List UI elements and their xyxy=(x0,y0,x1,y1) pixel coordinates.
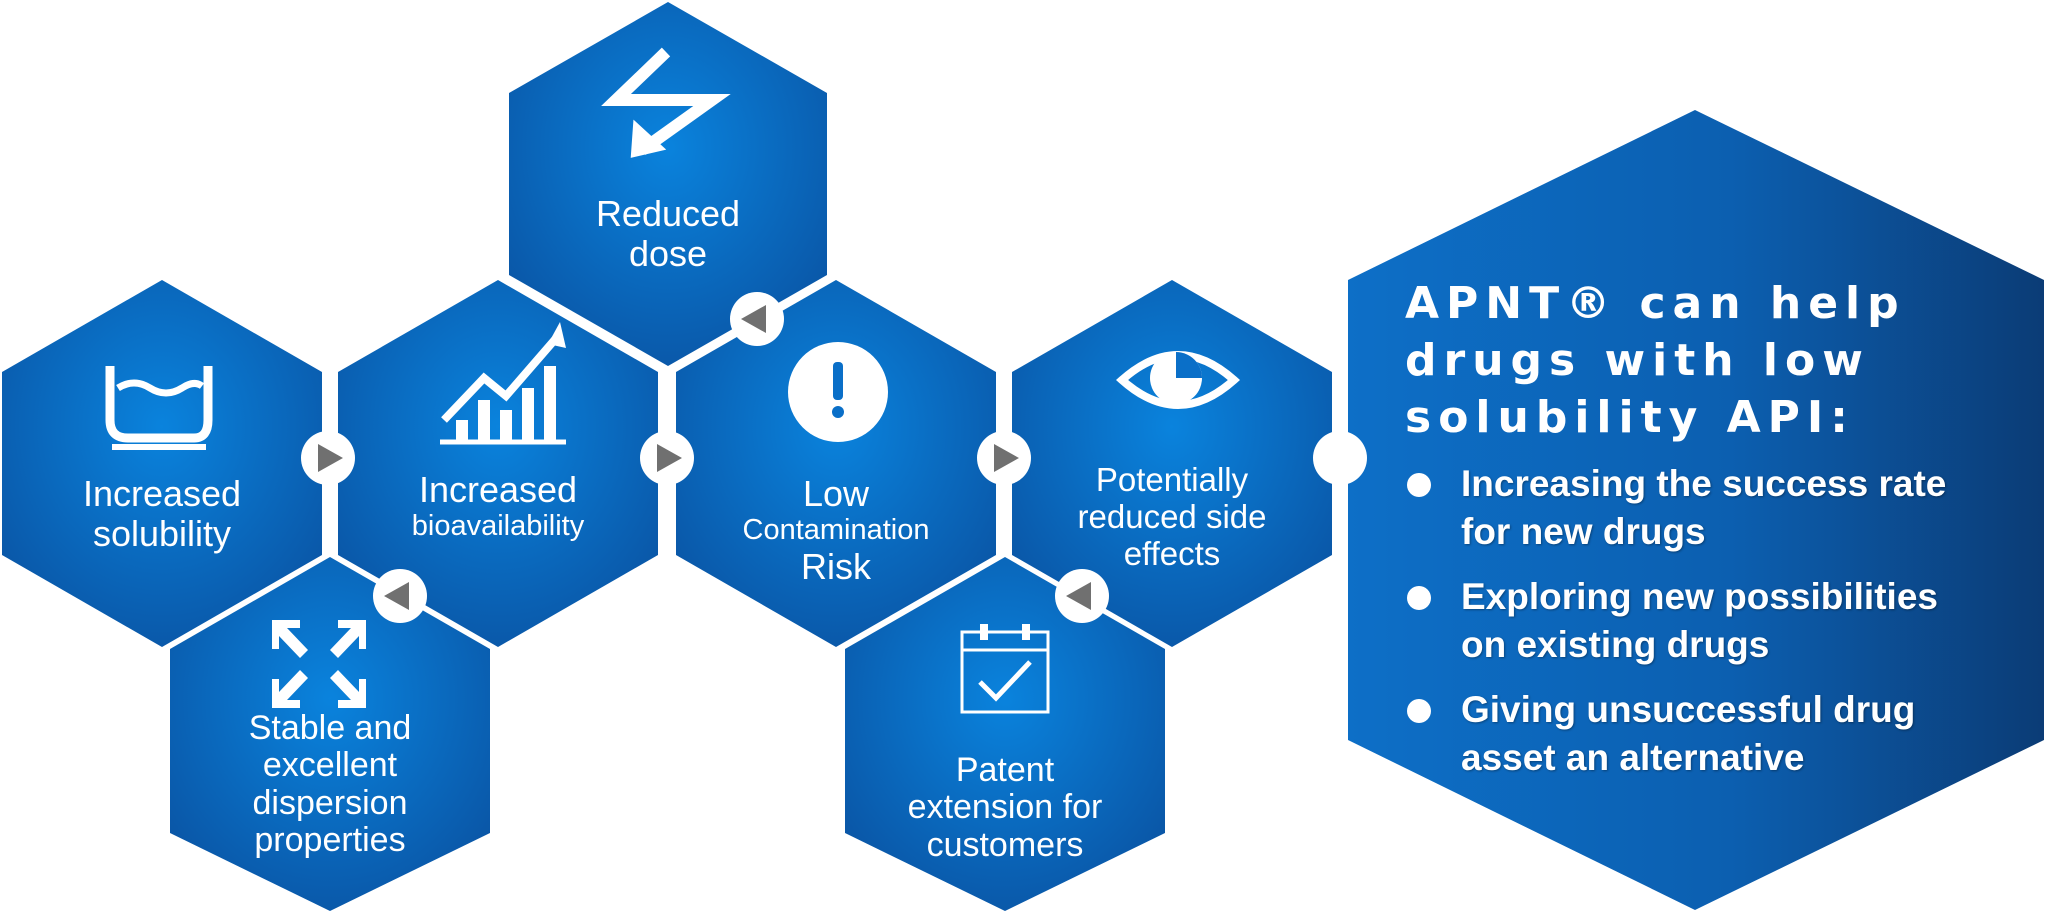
hex-reduced-side-effects xyxy=(1012,280,1332,647)
expand-arrows-icon xyxy=(272,620,366,708)
bullet-dot xyxy=(1407,699,1431,723)
bullet-dot xyxy=(1407,586,1431,610)
bullet-dot xyxy=(1407,473,1431,497)
connector-side-effects-panel xyxy=(1313,431,1367,485)
label-increased-solubility: Increased solubility xyxy=(82,473,242,555)
beaker-icon xyxy=(105,366,213,450)
label-stable-dispersion: Stable and excellent dispersion properti… xyxy=(248,709,412,860)
benefit-item: Giving unsuccessful drug asset an altern… xyxy=(1405,686,2045,782)
eye-icon xyxy=(1115,351,1241,409)
calendar-check-icon xyxy=(960,624,1050,714)
info-panel: APNT® can help drugs with low solubility… xyxy=(1405,275,2045,799)
hex-low-contamination-risk xyxy=(676,280,996,647)
hex-stable-dispersion xyxy=(170,557,490,911)
growth-chart-icon xyxy=(440,322,566,445)
label-reduced-side-effects: Potentially reduced side effects xyxy=(1077,461,1267,572)
hex-patent-extension xyxy=(845,557,1165,911)
info-panel-title: APNT® can help drugs with low solubility… xyxy=(1405,278,1906,443)
label-low-contamination-risk: Low Contamination Risk xyxy=(742,473,930,587)
label-increased-bioavailability: Increased bioavailability xyxy=(411,469,585,543)
label-patent-extension: Patent extension for customers xyxy=(907,751,1103,864)
info-panel-hexagon xyxy=(1348,110,2044,910)
benefit-item: Exploring new possibilities on existing … xyxy=(1405,573,2045,669)
connector-contamination-reduced-dose xyxy=(730,292,784,346)
hex-increased-solubility xyxy=(2,280,322,647)
hex-reduced-dose xyxy=(509,2,827,366)
hex-increased-bioavailability xyxy=(338,280,658,647)
exclamation-icon xyxy=(788,342,888,442)
benefit-item: Increasing the success rate for new drug… xyxy=(1405,460,2045,556)
connector-stable-bioavailability xyxy=(373,569,427,623)
connector-contamination-side-effects xyxy=(977,431,1031,485)
connector-patent-side-effects xyxy=(1055,569,1109,623)
benefit-list: Increasing the success rate for new drug… xyxy=(1405,460,2045,782)
connector-solubility-bioavailability xyxy=(301,431,355,485)
connector-bioavailability-contamination xyxy=(640,431,694,485)
lightning-arrow-icon xyxy=(601,47,731,158)
label-reduced-dose: Reduced dose xyxy=(595,193,741,275)
